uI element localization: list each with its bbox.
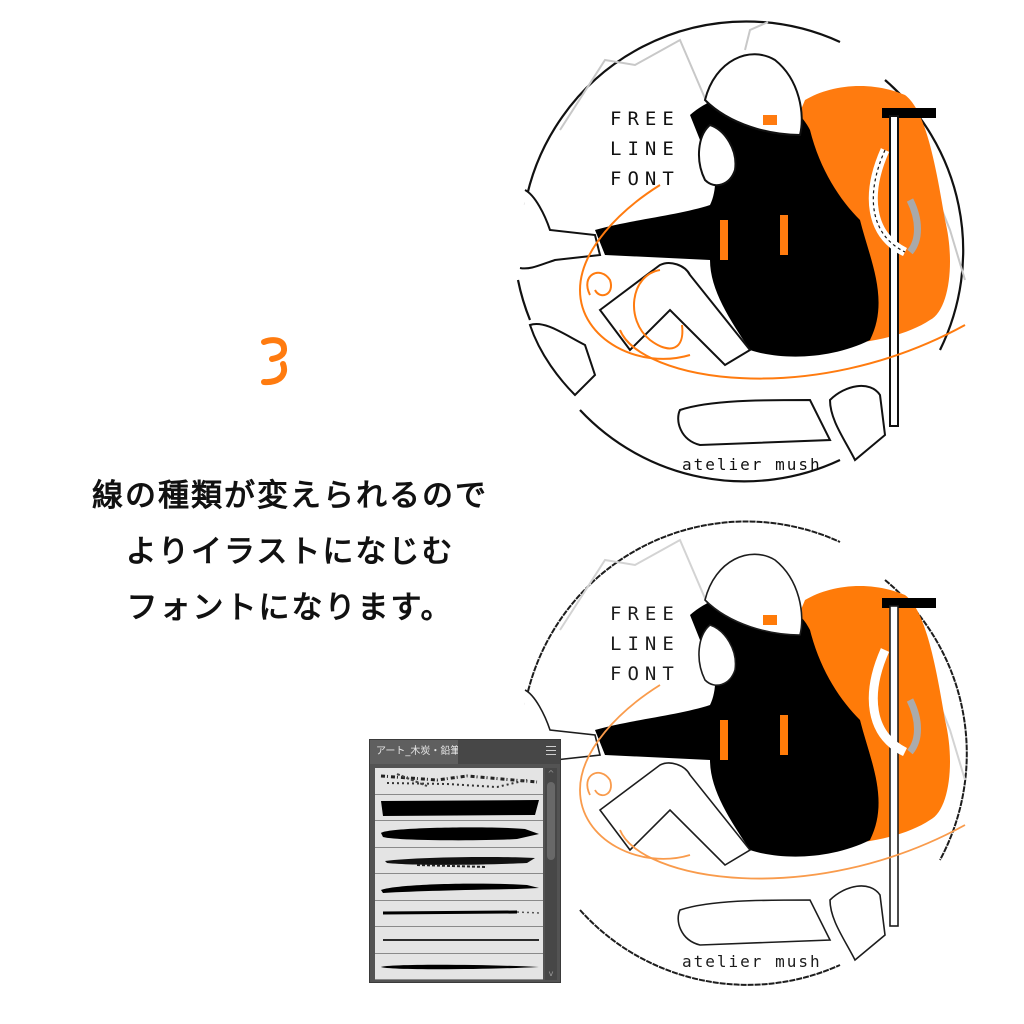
brush-list <box>375 768 543 980</box>
caption: 線の種類が変えられるので よりイラストになじむ フォントになります。 <box>70 468 510 636</box>
signature: atelier mush <box>682 952 822 971</box>
caption-line-3: フォントになります。 <box>126 590 454 626</box>
panel-header <box>458 740 560 764</box>
brush-item-charcoal-rough[interactable] <box>375 847 543 874</box>
panel-tab-charcoal-pencil[interactable]: アート_木炭・鉛筆 <box>370 740 460 764</box>
caption-line-2: よりイラストになじむ <box>125 534 455 570</box>
brush-item-pencil-taper[interactable] <box>375 953 543 980</box>
brush-item-pencil-thin-fade[interactable] <box>375 900 543 927</box>
signature: atelier mush <box>682 455 822 474</box>
brush-list-scrollbar[interactable]: ^ v <box>545 768 557 980</box>
title-line-font: FONT <box>610 663 680 685</box>
title-line-font: FONT <box>610 168 680 190</box>
title-line-free: FREE <box>610 603 680 625</box>
title-line-line: LINE <box>610 138 680 160</box>
scroll-up-icon[interactable]: ^ <box>547 769 555 778</box>
caption-line-1: 線の種類が変えられるので <box>92 478 488 514</box>
step-number-3: 3 <box>261 337 288 386</box>
brush-item-pencil-fine[interactable] <box>375 927 543 954</box>
scroll-thumb[interactable] <box>547 782 555 860</box>
title-line-line: LINE <box>610 633 680 655</box>
illustration-clean-lines: FREE LINE FONT atelier mush <box>516 20 966 483</box>
illustration-pencil-lines: FREE LINE FONT atelier mush <box>519 520 968 986</box>
brush-item-charcoal-scatter[interactable] <box>375 768 543 795</box>
brush-item-charcoal-medium[interactable] <box>375 874 543 901</box>
scroll-down-icon[interactable]: v <box>548 969 554 978</box>
brush-item-charcoal-thick-flat[interactable] <box>375 794 543 821</box>
hamburger-menu-icon[interactable] <box>546 746 556 756</box>
title-line-free: FREE <box>610 108 680 130</box>
brush-library-panel: アート_木炭・鉛筆 ^ v <box>369 739 561 983</box>
brush-item-charcoal-thick-taper[interactable] <box>375 821 543 848</box>
